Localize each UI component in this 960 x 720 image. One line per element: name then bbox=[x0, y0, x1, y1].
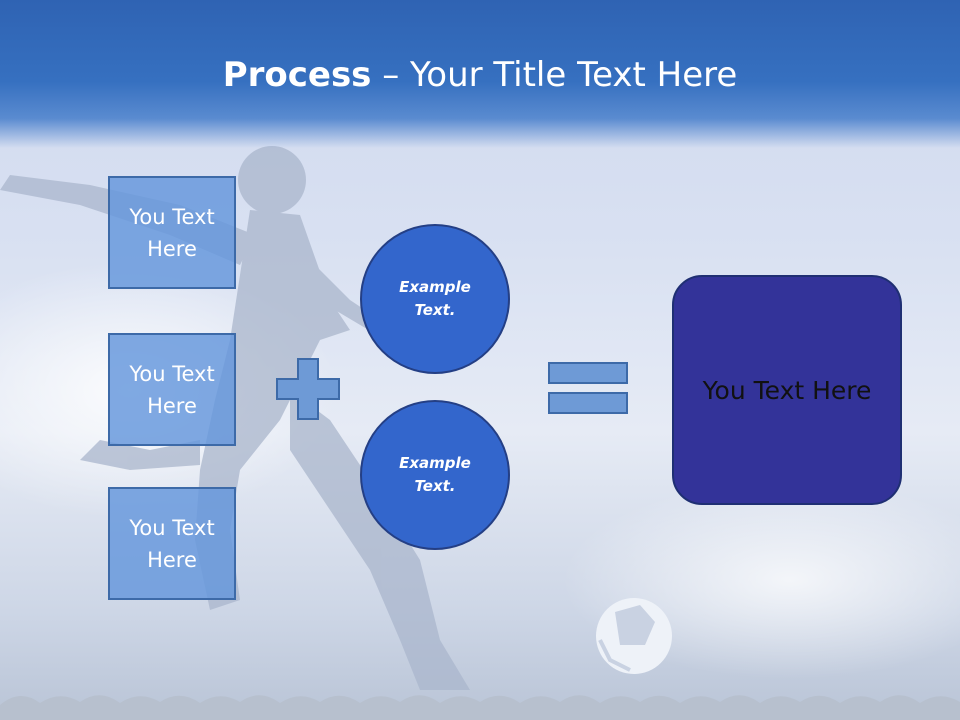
box-line: You Text bbox=[129, 515, 215, 540]
box-line: Here bbox=[147, 393, 197, 418]
title-rest: – Your Title Text Here bbox=[371, 55, 738, 95]
box-line: You Text bbox=[129, 361, 215, 386]
title-bar bbox=[0, 0, 960, 148]
circle-line: Text. bbox=[414, 301, 456, 319]
box-line: Here bbox=[147, 547, 197, 572]
circle-line: Text. bbox=[414, 477, 456, 495]
circle-line: Example bbox=[399, 278, 471, 296]
soccer-ball bbox=[596, 598, 672, 674]
circle-line: Example bbox=[399, 454, 471, 472]
plus-icon bbox=[276, 358, 340, 420]
result-text: You Text Here bbox=[702, 375, 872, 405]
equals-icon bbox=[548, 362, 628, 414]
box-line: Here bbox=[147, 236, 197, 261]
result-box: You Text Here bbox=[672, 275, 902, 505]
slide-title: Process – Your Title Text Here bbox=[0, 52, 960, 98]
title-bold: Process bbox=[222, 55, 372, 95]
box-line: You Text bbox=[129, 204, 215, 229]
